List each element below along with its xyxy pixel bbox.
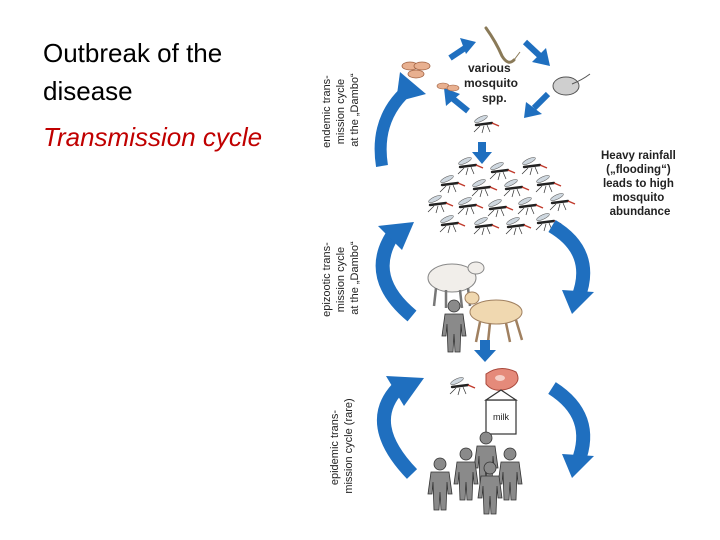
- endemic-arrowhead-top-right: [532, 48, 550, 66]
- epidemic-left-arrow: [377, 383, 418, 479]
- lamb-icon: [464, 291, 524, 343]
- human-group-icon: [427, 431, 523, 515]
- down-arrow-to-epidemic: [480, 340, 490, 352]
- epizootic-right-arrow: [548, 219, 591, 301]
- mosquito-swarm: [426, 154, 577, 237]
- mosquito-pupa-icon: [552, 73, 591, 96]
- endemic-arrowhead-top-left: [460, 38, 476, 54]
- egg-cluster-icon: [436, 82, 460, 92]
- down-arrowhead-to-swarm: [472, 152, 492, 164]
- milk-label: milk: [493, 412, 509, 422]
- endemic-arrowhead-bottom-right: [524, 102, 542, 118]
- sheep-icon: [427, 261, 485, 309]
- epidemic-right-arrow: [548, 382, 591, 465]
- epizootic-cycle-label: epizootic trans- mission cycle at the „D…: [321, 239, 361, 317]
- endemic-cycle: various mosquito spp. endemic trans- mis…: [321, 26, 591, 167]
- mosquito-egg-icon: [401, 61, 431, 79]
- endemic-big-arrowhead: [396, 72, 426, 102]
- epidemic-cycle: milk epidemic trans- mission cycle (rare…: [329, 368, 594, 515]
- mosquito-label: various mosquito spp.: [464, 61, 521, 105]
- epidemic-left-arrowhead: [386, 376, 424, 406]
- endemic-arrow-bottom-left: [450, 95, 470, 114]
- epidemic-cycle-label: epidemic trans- mission cycle (rare): [329, 398, 355, 493]
- adult-mosquito-icon: [472, 112, 501, 135]
- down-arrowhead-to-epidemic: [474, 350, 496, 362]
- slide-title: Outbreak of the disease: [43, 38, 223, 106]
- epizootic-right-arrowhead: [562, 290, 594, 314]
- endemic-arrow-top-right: [522, 39, 543, 59]
- mosquito-icon: [448, 374, 477, 397]
- endemic-arrowhead-bottom-left: [444, 88, 460, 106]
- epizootic-cycle: epizootic trans- mission cycle at the „D…: [321, 219, 594, 353]
- milk-carton-icon: milk: [484, 389, 518, 435]
- rainfall-label: Heavy rainfall („flooding“) leads to hig…: [601, 150, 679, 218]
- endemic-cycle-label: endemic trans- mission cycle at the „Dam…: [321, 72, 361, 148]
- epizootic-left-arrowhead: [378, 222, 414, 250]
- mosquito-larva-icon: [484, 26, 521, 64]
- slide-subtitle: Transmission cycle: [43, 122, 263, 152]
- endemic-arrow-bottom-right: [531, 91, 551, 111]
- epidemic-right-arrowhead: [562, 454, 594, 478]
- meat-icon: [485, 368, 519, 391]
- transmission-cycle-diagram: various mosquito spp. endemic trans- mis…: [321, 26, 679, 515]
- epizootic-left-arrow: [375, 232, 417, 322]
- down-arrow-to-swarm: [478, 142, 486, 154]
